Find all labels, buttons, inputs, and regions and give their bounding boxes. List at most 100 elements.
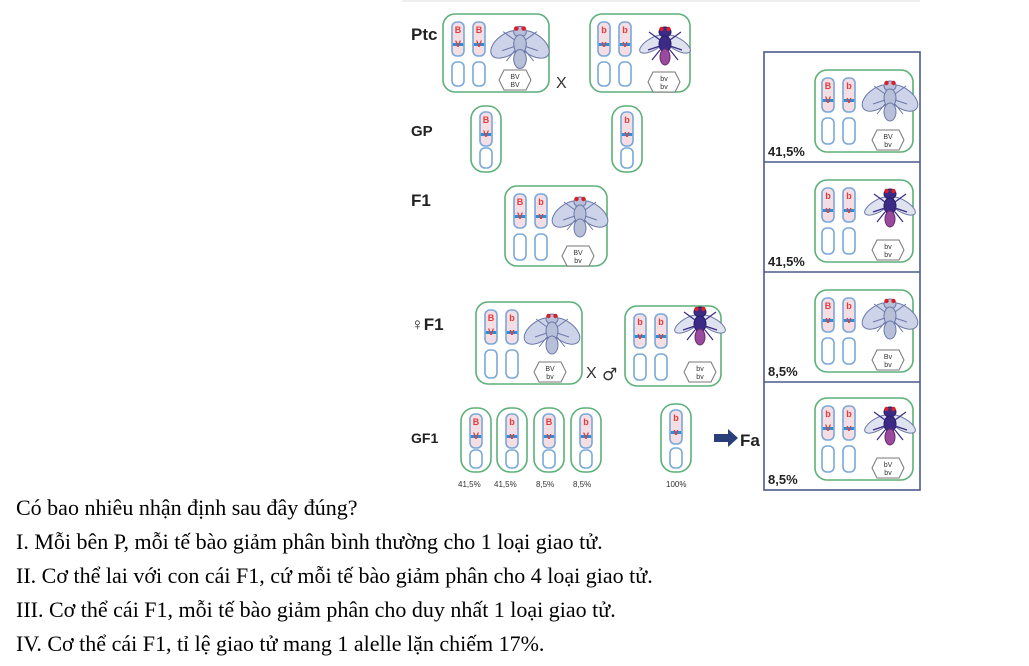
fa-label: Fa <box>740 431 760 450</box>
gp-gamete-2: b v <box>611 105 643 173</box>
svg-text:bv: bv <box>884 142 892 149</box>
svg-text:V: V <box>455 39 461 49</box>
svg-text:B: B <box>517 197 524 207</box>
svg-text:V: V <box>583 431 589 441</box>
svg-text:b: b <box>825 191 831 201</box>
svg-text:v: v <box>673 427 678 437</box>
svg-text:Bv: Bv <box>884 354 893 361</box>
question-prompt: Có bao nhiêu nhận định sau đây đúng? <box>16 495 358 520</box>
fa-offspring-1: B V b v BV bv <box>814 69 923 153</box>
svg-text:b: b <box>846 81 852 91</box>
svg-text:v: v <box>825 315 830 325</box>
svg-text:bV: bV <box>884 462 893 469</box>
svg-text:bv: bv <box>696 366 704 373</box>
svg-text:v: v <box>624 129 629 139</box>
svg-text:b: b <box>846 301 852 311</box>
row-label-female-f1: ♀F1 <box>411 315 444 334</box>
svg-text:b: b <box>846 191 852 201</box>
fa-offspring-4: b V b v bV bv <box>814 397 919 481</box>
svg-text:BV: BV <box>510 74 520 81</box>
gamete-pct-3: 8,5% <box>536 480 554 489</box>
svg-text:b: b <box>583 417 589 427</box>
svg-text:V: V <box>483 129 489 139</box>
gf1-gametes: B V b v B v b V <box>460 403 692 473</box>
svg-text:B: B <box>455 25 462 35</box>
svg-text:b: b <box>509 417 515 427</box>
statement-3: III. Cơ thể cái F1, mỗi tế bào giảm phân… <box>16 597 616 622</box>
svg-text:V: V <box>517 211 523 221</box>
gp-gamete-1: B V <box>470 105 502 173</box>
svg-text:b: b <box>538 197 544 207</box>
svg-text:v: v <box>846 95 851 105</box>
fa-offspring-2: b v b v bv bv <box>814 179 919 263</box>
svg-text:B: B <box>825 301 832 311</box>
svg-text:BV: BV <box>573 250 583 257</box>
row-label-gp: GP <box>411 123 433 140</box>
svg-text:v: v <box>825 205 830 215</box>
svg-text:B: B <box>483 115 490 125</box>
svg-text:v: v <box>622 39 627 49</box>
svg-text:b: b <box>637 317 643 327</box>
statement-1: I. Mỗi bên P, mỗi tế bào giảm phân bình … <box>16 529 603 554</box>
row-label-gf1: GF1 <box>411 430 438 446</box>
p-parent-1: B V B V BV BV <box>442 13 555 93</box>
svg-text:B: B <box>473 417 480 427</box>
f1-offspring: B V b v BV bv <box>504 185 613 267</box>
gamete-pct-2: 41,5% <box>494 480 517 489</box>
svg-text:v: v <box>658 331 663 341</box>
statement-4: IV. Cơ thể cái F1, tỉ lệ giao tử mang 1 … <box>16 631 545 656</box>
svg-text:b: b <box>622 25 628 35</box>
svg-text:b: b <box>658 317 664 327</box>
svg-text:v: v <box>509 327 514 337</box>
male-tester: b v b v bv bv <box>624 305 729 387</box>
svg-text:b: b <box>825 409 831 419</box>
svg-text:B: B <box>488 313 495 323</box>
svg-text:V: V <box>473 431 479 441</box>
svg-text:v: v <box>546 431 551 441</box>
gamete-pct-1: 41,5% <box>458 480 481 489</box>
male-symbol: ♂ <box>602 365 617 385</box>
fa-pct-1: 41,5% <box>768 144 805 159</box>
svg-text:b: b <box>846 409 852 419</box>
svg-text:bv: bv <box>884 244 892 251</box>
svg-text:bv: bv <box>884 252 892 259</box>
fa-pct-3: 8,5% <box>768 364 798 379</box>
svg-text:bv: bv <box>574 258 582 265</box>
female-f1: B V b v BV bv <box>475 301 585 385</box>
svg-text:v: v <box>601 39 606 49</box>
svg-text:bv: bv <box>660 84 668 91</box>
row-label-f1: F1 <box>411 191 431 210</box>
svg-text:BV: BV <box>510 82 520 89</box>
svg-text:v: v <box>538 211 543 221</box>
gamete-pct-5: 100% <box>666 480 686 489</box>
svg-text:B: B <box>546 417 553 427</box>
svg-text:b: b <box>624 115 630 125</box>
row-label-p: Ptc <box>411 25 437 44</box>
statement-2: II. Cơ thể lai với con cái F1, cứ mỗi tế… <box>16 563 653 588</box>
svg-text:v: v <box>846 315 851 325</box>
svg-text:v: v <box>509 431 514 441</box>
svg-text:bv: bv <box>546 374 554 381</box>
svg-text:bv: bv <box>696 374 704 381</box>
svg-text:b: b <box>509 313 515 323</box>
svg-text:b: b <box>601 25 607 35</box>
svg-text:B: B <box>825 81 832 91</box>
f1-cross-symbol: X <box>586 365 597 382</box>
svg-text:bv: bv <box>884 362 892 369</box>
gamete-pct-4: 8,5% <box>573 480 591 489</box>
svg-text:V: V <box>488 327 494 337</box>
svg-text:V: V <box>825 423 831 433</box>
svg-text:b: b <box>673 413 679 423</box>
fa-offspring-3: B v b v Bv bv <box>814 289 923 373</box>
fa-pct-4: 8,5% <box>768 472 798 487</box>
svg-text:v: v <box>846 205 851 215</box>
fa-pct-2: 41,5% <box>768 254 805 269</box>
svg-text:V: V <box>825 95 831 105</box>
svg-text:v: v <box>846 423 851 433</box>
svg-text:BV: BV <box>883 134 893 141</box>
svg-text:B: B <box>476 25 483 35</box>
arrow-icon <box>714 429 738 447</box>
svg-text:BV: BV <box>545 366 555 373</box>
svg-text:bv: bv <box>660 76 668 83</box>
